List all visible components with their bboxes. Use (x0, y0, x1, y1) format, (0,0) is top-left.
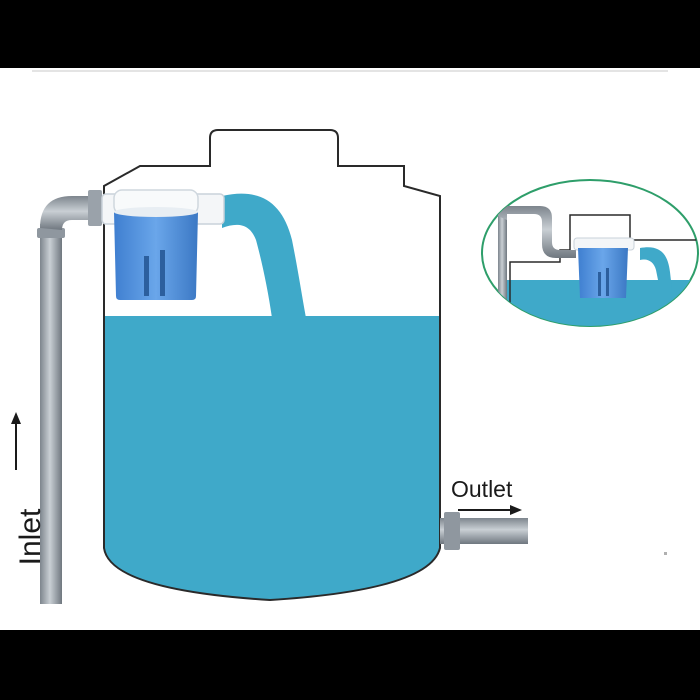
tank-outline (103, 129, 441, 602)
top-divider (32, 70, 668, 72)
outlet-pipe-icon (440, 512, 528, 550)
inset-detail-icon (481, 179, 699, 327)
inlet-flow-arrow-icon (11, 412, 21, 470)
inlet-label: Inlet (14, 508, 47, 566)
pipe-flange (88, 190, 102, 226)
inlet-pipe-icon (40, 224, 62, 604)
outlet-label: Outlet (451, 476, 513, 502)
outlet-flow-arrow-icon (458, 505, 522, 515)
water-stream (222, 193, 306, 318)
speck (664, 552, 667, 555)
tank-water (104, 316, 440, 600)
pipe-coupling (37, 228, 65, 238)
float-valve-icon (101, 189, 225, 300)
inlet-elbow (40, 196, 102, 230)
